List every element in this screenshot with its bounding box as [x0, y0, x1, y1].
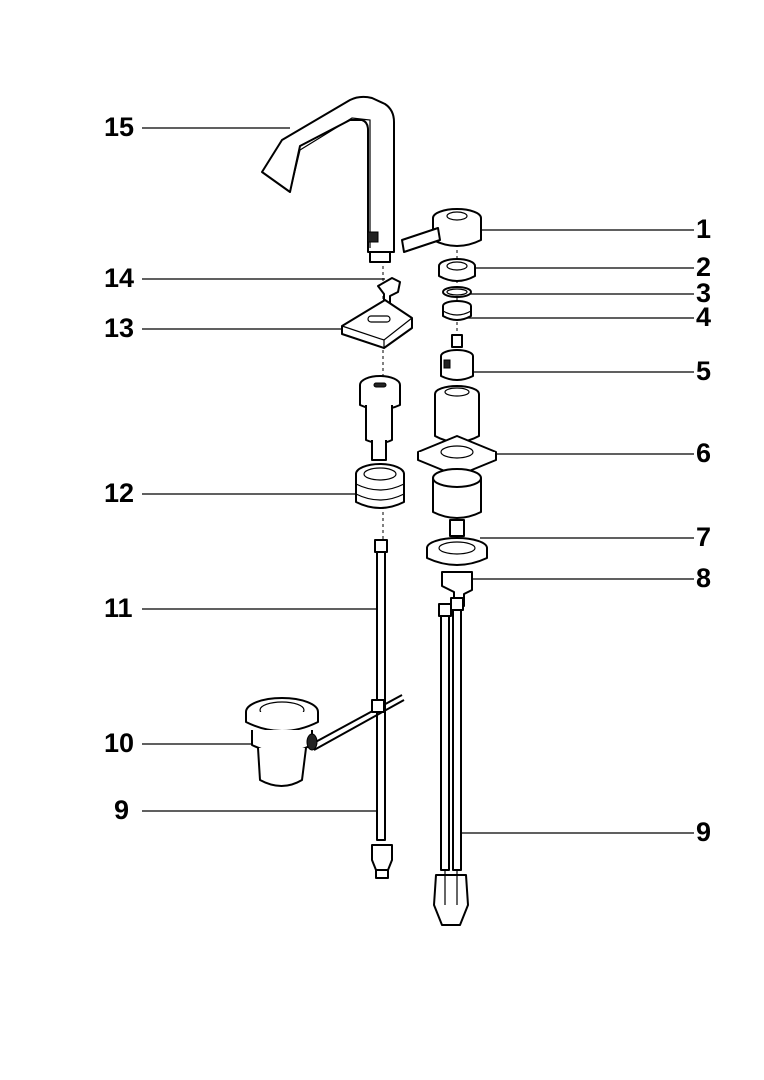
waste-part-10	[245, 697, 319, 787]
callout-3: 3	[696, 278, 712, 308]
callout-13: 13	[104, 313, 135, 343]
rosette-part-6	[417, 435, 497, 537]
callout-11: 11	[104, 593, 133, 623]
cartridge-part-5	[434, 334, 480, 443]
hoses-part-9	[433, 597, 469, 926]
plate-part-13	[341, 299, 413, 349]
callout-5: 5	[696, 356, 712, 386]
callout-2: 2	[696, 252, 712, 282]
callout-15: 15	[104, 112, 135, 142]
callout-14: 14	[104, 263, 135, 293]
ring-part-2	[438, 258, 476, 282]
callout-6: 6	[696, 438, 712, 468]
callout-7: 7	[696, 522, 712, 552]
nut-part-4	[442, 300, 472, 321]
callout-9-right: 9	[696, 817, 712, 847]
oring-part-3	[442, 286, 472, 298]
leader-lines	[142, 127, 694, 834]
callout-9-left: 9	[114, 795, 130, 825]
callout-4: 4	[696, 302, 712, 332]
callout-1: 1	[696, 214, 712, 244]
rod-housing	[359, 375, 401, 461]
callout-10: 10	[104, 728, 135, 758]
spout-part-15	[261, 95, 395, 263]
handle-part-1	[401, 208, 482, 253]
ring-part-7	[426, 537, 488, 566]
rod-part-11	[371, 539, 393, 879]
lift-rod	[309, 694, 405, 751]
callout-8: 8	[696, 563, 712, 593]
nut-part-12	[355, 463, 405, 509]
callout-12: 12	[104, 478, 135, 508]
clip-part-14	[377, 277, 401, 306]
